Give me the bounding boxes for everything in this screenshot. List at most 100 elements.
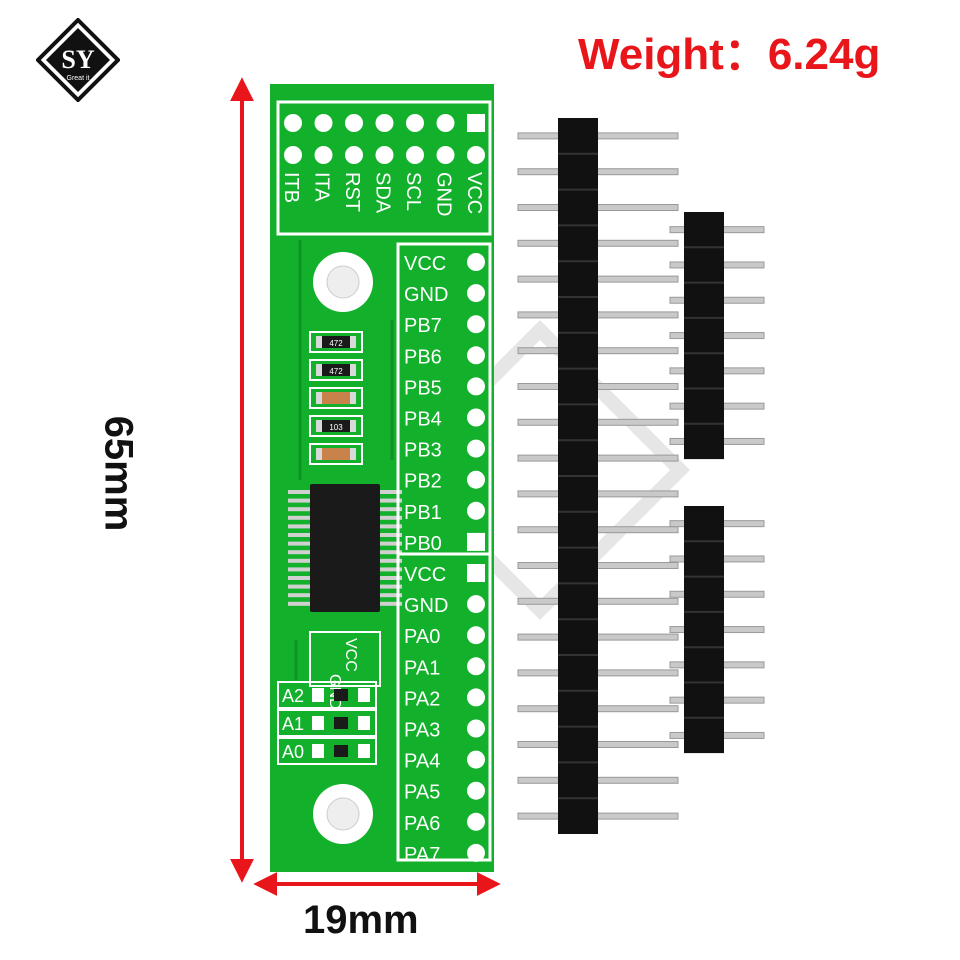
side-pad [467,595,485,614]
side-pad [467,346,485,365]
address-jumper [334,689,348,701]
side-pad [467,284,485,303]
header-pad-square [467,114,485,132]
side-pin-label: PB5 [404,377,442,399]
header-pad [314,114,333,132]
width-dimension-label: 19mm [303,898,419,942]
side-pad [467,253,485,271]
smd-resistor [316,392,356,404]
header-pad [375,146,394,164]
header-pad [406,114,424,132]
header-pad [345,146,363,164]
logo-tagline: Great it [67,75,90,82]
side-pin-label: PA7 [404,844,440,866]
side-pad [467,812,485,831]
side-pin-label: PA5 [404,782,440,804]
side-pad [467,439,485,458]
smd-resistor [316,336,356,348]
ic-chip [288,484,402,612]
side-pin-label: PA6 [404,813,440,835]
side-pad [467,408,485,427]
header-pad [436,114,455,132]
side-pad-square [467,532,485,551]
jumper-label-box [309,631,381,687]
side-pad [467,719,485,738]
side-header-labels: VCCGNDPB7PB6PB5PB4PB3PB2PB1PB0VCCGNDPA0P… [404,253,448,866]
pin-header-long [517,118,679,834]
side-pad [467,688,485,707]
side-pin-label: GND [404,595,448,617]
header-pad [345,114,363,132]
header-pad [406,146,424,164]
weight-label: Weight：6.24g [578,30,881,79]
side-header-pins [467,253,485,862]
resistor-code: 103 [329,423,343,432]
side-pad [467,657,485,676]
side-pin-label: GND [404,284,448,306]
side-pin-label: PA2 [404,688,440,710]
resistor-code: 472 [329,367,343,376]
top-header-frame [276,100,492,236]
top-header-label: VCC [463,172,485,214]
header-pad [467,146,485,164]
logo-monogram: SY [61,45,94,74]
side-pin-label: PA4 [404,751,440,773]
pcb-substrate [270,84,494,872]
side-pin-label: PA1 [404,657,440,679]
side-pin-label: PA3 [404,720,440,742]
side-pad [467,315,485,334]
side-pad-square [467,564,485,582]
header-pad [284,146,302,164]
side-pin-label: VCC [404,564,446,586]
header-pad [284,114,302,132]
top-header-label: ITB [280,172,302,203]
top-header-pads [284,114,485,164]
resistor-outline [309,387,363,409]
resistor-group: 472 472 103 [309,331,363,465]
pin-header-short-bottom [669,506,765,754]
address-label: A2 [282,686,304,706]
side-pin-label: PB4 [404,409,442,431]
top-header-labels: ITB ITA RST SDA SCL GND VCC [280,172,485,216]
side-pin-label: VCC [404,253,446,275]
side-pin-label: PB1 [404,502,442,524]
resistor-outline [309,415,363,437]
side-pad [467,781,485,800]
smd-resistor [316,448,356,460]
smd-resistor [316,364,356,376]
top-header-label: SCL [402,172,424,211]
top-header-label: GND [433,172,455,216]
side-header-frame [396,242,492,862]
side-pad [467,470,485,489]
resistor-outline [309,331,363,353]
header-body [684,212,724,460]
side-pin-label: PB7 [404,315,442,337]
top-header-label: SDA [372,172,394,214]
address-label: A1 [282,714,304,734]
side-pin-label: PB2 [404,471,442,493]
side-pin-label: PB0 [404,533,442,555]
header-pad [375,114,394,132]
brand-logo: SY Great it [35,17,121,103]
address-jumper [334,745,348,757]
address-label: A0 [282,742,304,762]
top-header-label: RST [341,172,363,212]
top-header-label: ITA [311,172,333,202]
jumper-label-vcc: VCC [342,638,359,672]
header-pad [314,146,333,164]
side-pad [467,377,485,396]
header-pad [436,146,455,164]
address-jumper [334,717,348,729]
side-pad [467,843,485,862]
height-dimension-label: 65mm [96,415,141,532]
resistor-code: 472 [329,339,343,348]
side-pad [467,750,485,769]
side-pin-label: PA0 [404,626,440,648]
side-pad [467,501,485,520]
resistor-outline [309,359,363,381]
side-pin-label: PB3 [404,440,442,462]
